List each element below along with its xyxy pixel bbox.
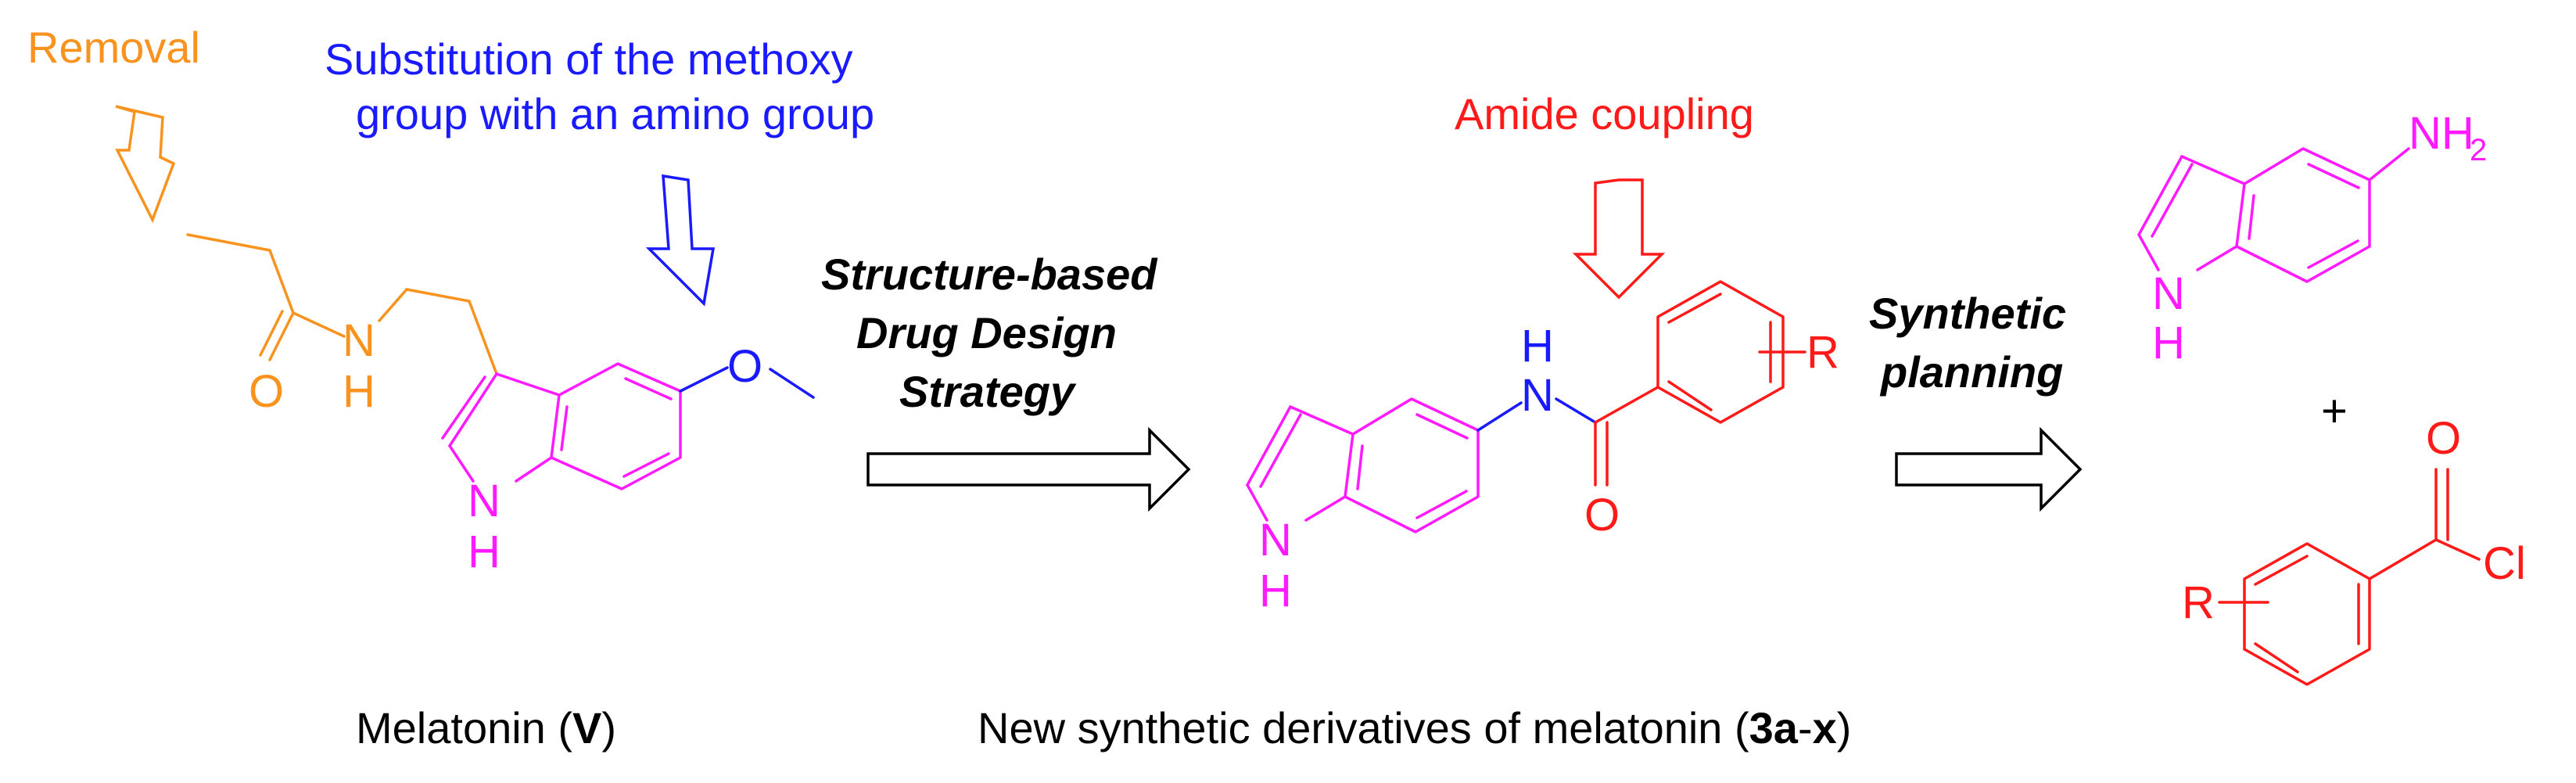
removal-annotation: Removal — [27, 23, 200, 72]
derivative-carbonyl-o: O — [1584, 490, 1620, 541]
melatonin-indole-h: H — [468, 526, 500, 577]
substitution-annotation-line1: Substitution of the methoxy — [325, 34, 853, 84]
substitution-arrow-icon — [645, 174, 716, 307]
derivatives-caption: New synthetic derivatives of melatonin (… — [978, 703, 1851, 752]
derivative-amide-h: H — [1521, 321, 1554, 372]
aminoindole-amine-nh: NH — [2409, 108, 2474, 159]
melatonin-amide-n: N — [343, 315, 375, 366]
melatonin-caption: Melatonin (V) — [356, 703, 616, 752]
melatonin-methoxy-o: O — [727, 341, 762, 392]
aminoindole-amine-subscript: 2 — [2470, 133, 2487, 167]
derivative-indole-h: H — [1259, 566, 1292, 616]
melatonin-amide-h: H — [343, 366, 375, 417]
melatonin-carbonyl-o: O — [249, 366, 284, 417]
aminoindole-h: H — [2152, 318, 2185, 368]
amide-coupling-annotation: Amide coupling — [1455, 89, 1754, 138]
synthetic-line1: Synthetic — [1869, 289, 2066, 338]
melatonin-indole-n: N — [468, 476, 500, 526]
strategy-line1: Structure-based — [821, 250, 1158, 299]
aminoindole-structure: N H NH 2 — [2137, 108, 2487, 368]
amide-coupling-arrow-icon — [1572, 178, 1666, 300]
strategy-line3: Strategy — [899, 367, 1077, 416]
acyl-chloride-cl: Cl — [2483, 538, 2526, 589]
benzoyl-chloride-structure: O Cl R — [2182, 413, 2526, 686]
aminoindole-n: N — [2152, 268, 2185, 319]
strategy-arrow-icon — [866, 426, 1191, 512]
synthetic-arrow-icon — [1895, 426, 2083, 512]
strategy-line2: Drug Design — [856, 308, 1117, 357]
melatonin-structure: O N H N H O — [186, 233, 815, 577]
derivative-indole-n: N — [1259, 515, 1292, 566]
benzoyl-r-group: R — [2182, 577, 2215, 628]
substitution-annotation-line2: group with an amino group — [356, 89, 874, 138]
acyl-chloride-o: O — [2426, 413, 2461, 464]
derivative-amide-n: N — [1521, 370, 1554, 421]
derivative-structure: N H N H O R — [1246, 280, 1839, 616]
derivative-r-group: R — [1806, 327, 1839, 378]
synthetic-line2: planning — [1879, 347, 2063, 397]
plus-sign: + — [2321, 386, 2348, 436]
removal-arrow-icon — [115, 105, 176, 224]
